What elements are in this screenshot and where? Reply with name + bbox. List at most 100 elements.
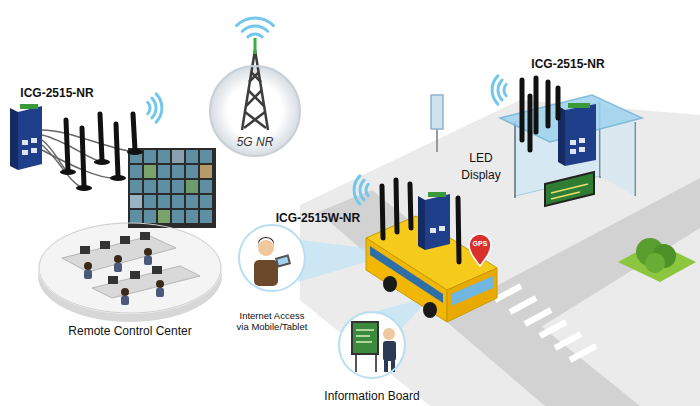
tower-disc-node: 5G NR [209,65,301,157]
antenna [133,114,135,150]
node-outline [39,223,221,313]
video-wall [144,165,156,178]
video-wall [130,195,142,208]
antenna [520,80,525,140]
node-outline [239,225,305,291]
tower [242,50,268,130]
router-icg [428,192,446,197]
zebra-crossing [570,346,596,360]
router-icg [418,196,425,250]
led-display [545,172,594,206]
info-board-figure [356,335,370,337]
tower [249,72,259,82]
sign-post [431,95,443,152]
operator-desk [84,270,92,279]
label-holder: GPS [473,240,488,248]
bus [366,216,497,322]
antenna [76,185,92,191]
operator-desk [156,280,164,288]
operator-desk [140,232,150,240]
router-icg [22,150,28,155]
tower [246,90,262,106]
bus [366,238,447,322]
operator-desk [62,232,200,305]
tablet-user [258,240,274,256]
operator-desk [144,248,152,256]
antenna-cable [42,135,102,162]
router-icg [10,108,18,170]
antenna-cable [42,145,84,188]
router-icg [579,138,585,143]
zebra-crossing [495,286,596,360]
led-display [551,184,588,193]
operator-desk [84,262,92,270]
info-board-figure [383,341,396,361]
router-icg [20,104,38,109]
antenna [100,114,102,160]
antenna [556,88,561,118]
wifi-waves [156,94,162,122]
bush [618,242,696,282]
part-label: LED Display [458,150,504,184]
antenna [534,78,539,132]
video-wall [172,150,184,163]
antenna-cable [42,150,118,178]
wifi-waves [354,176,360,204]
antenna [60,149,143,191]
node-outline [38,222,222,340]
router-icg [22,140,28,145]
video-wall [128,148,216,228]
tablet-user [275,254,291,267]
node-label: Information Board [324,389,419,403]
zebra-crossing [525,310,551,324]
router-icg [558,103,596,166]
wifi-waves [492,76,498,104]
wifi-waves [148,102,150,113]
video-wall [130,150,214,225]
router-icg [430,228,436,233]
wifi-waves [366,184,368,195]
wifi-waves [492,76,506,104]
wifi-waves [360,180,364,200]
router-icg [425,194,450,250]
sign-post [431,95,443,129]
node-outline [210,66,300,156]
info-board-figure [383,328,395,340]
tablet-user [277,257,288,265]
info-board-figure [384,360,388,372]
platform [38,222,222,314]
antenna [396,180,397,232]
operator-desk [144,256,152,265]
operator-desk [156,288,164,297]
bus [447,268,497,322]
sign-post [436,128,438,152]
tower [245,112,266,128]
operator-desk [92,266,200,298]
antenna [110,175,126,181]
router-icg [565,104,596,166]
antenna [116,124,118,176]
zebra-crossing [540,322,566,336]
video-wall [128,148,216,228]
antenna [382,186,383,238]
board-circle-fill [340,313,404,377]
zebra-crossing [555,334,581,348]
tablet-user [254,260,278,286]
video-wall [186,180,198,193]
antenna-cable [42,130,135,188]
zebra-crossing [510,298,536,312]
router-icg [31,148,37,153]
router-icg [570,149,576,154]
node-label: 5G NR [237,135,274,149]
operator-desk [130,271,140,279]
bus [383,276,397,292]
antenna [60,114,143,191]
antenna [382,180,459,262]
street-ground [318,190,640,406]
wifi-waves [354,176,368,204]
gps-pin [469,234,491,266]
antenna-cable [42,130,135,152]
router-icg [579,147,585,152]
node-outline [339,312,405,378]
antenna [94,159,110,165]
